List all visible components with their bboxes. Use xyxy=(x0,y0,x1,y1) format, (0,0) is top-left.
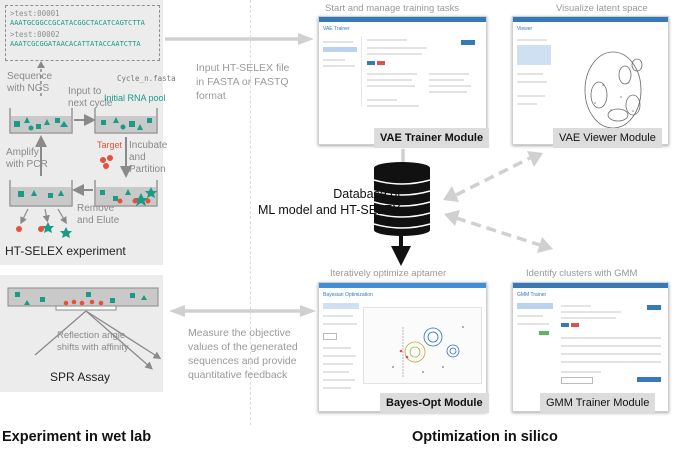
fasta-line-3: >test:00002 xyxy=(10,30,60,39)
htselex-title: HT-SELEX experiment xyxy=(5,244,126,258)
input-htselex-note: Input HT-SELEX file in FASTA or FASTQ fo… xyxy=(196,62,290,102)
bayes-title: Bayesian Optimization xyxy=(323,292,373,298)
database-icon xyxy=(373,162,431,236)
vae-viewer-header: Visualize latent space xyxy=(556,3,648,14)
htselex-cycle-diagram xyxy=(9,61,158,238)
bayes-opt-screenshot: Bayesian Optimization xyxy=(318,282,487,412)
insilico-section-label: Optimization in silico xyxy=(412,429,558,445)
vae-trainer-screenshot: VAE Trainer xyxy=(318,16,487,145)
bayes-header: Iteratively optimize aptamer xyxy=(330,268,447,279)
remove-elute-label: Remove and Elute xyxy=(77,203,120,226)
gmm-trainer-screenshot: GMM Trainer xyxy=(512,282,669,412)
input-next-label: Input to next cycle xyxy=(68,86,113,109)
vae-trainer-label: VAE Trainer Module xyxy=(374,128,490,148)
fasta-line-4: AAATCGCGGATAACACATTATACCAATCTTA xyxy=(10,40,141,48)
initial-pool-label: Initial RNA pool xyxy=(104,93,166,103)
amplify-label: Amplify with PCR xyxy=(6,147,48,170)
target-label: Target xyxy=(97,140,123,150)
incubate-label: Incubate and Partition xyxy=(129,140,168,175)
measure-note: Measure the objective values of the gene… xyxy=(188,327,298,381)
vae-trainer-title: VAE Trainer xyxy=(323,26,350,32)
fasta-box xyxy=(5,5,160,61)
fasta-filename: Cycle_n.fasta xyxy=(117,74,176,83)
gmm-trainer-label: GMM Trainer Module xyxy=(540,393,656,413)
fasta-line-2: AAATGCGGCCGCATACGGCTACATCAGTCTTA xyxy=(10,19,145,27)
section-divider xyxy=(250,0,251,425)
database-label: Database of ML model and HT-SELEX xyxy=(258,187,401,217)
spr-reflection-label: Reflection angle shifts with affinity xyxy=(57,330,129,353)
spr-title: SPR Assay xyxy=(50,370,111,384)
fasta-line-1: >test:00001 xyxy=(10,9,60,18)
gmm-title: GMM Trainer xyxy=(517,292,547,298)
vae-trainer-header: Start and manage training tasks xyxy=(325,3,460,14)
seq-ngs-label: Sequence with NGS xyxy=(7,71,53,94)
vae-viewer-screenshot: Viewer xyxy=(512,16,669,145)
viewer-title: Viewer xyxy=(517,26,533,32)
bayes-opt-label: Bayes-Opt Module xyxy=(380,393,489,413)
gmm-header: Identify clusters with GMM xyxy=(526,268,638,279)
spr-diagram xyxy=(7,287,162,370)
vae-viewer-label: VAE Viewer Module xyxy=(553,128,662,148)
wetlab-section-label: Experiment in wet lab xyxy=(2,429,152,445)
